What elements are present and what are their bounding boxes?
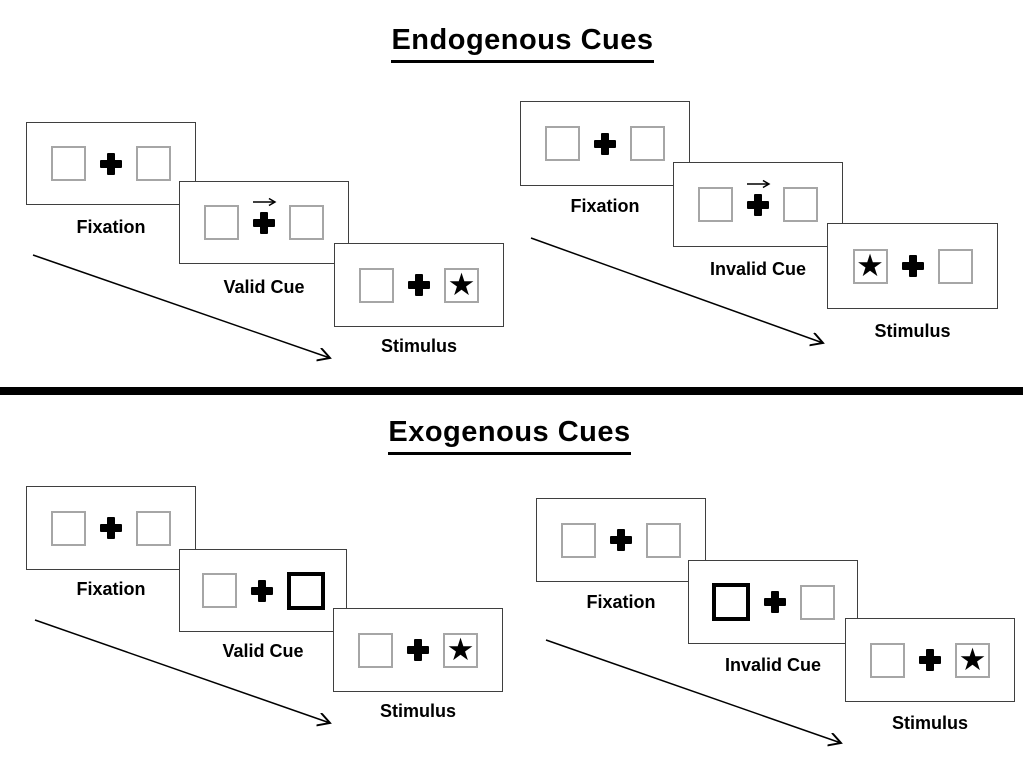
star-stimulus-icon: ★ <box>447 266 476 302</box>
panel-valid-cue <box>179 181 349 264</box>
section-title-exogenous: Exogenous Cues <box>0 416 1021 455</box>
panel-label: Stimulus <box>874 321 951 341</box>
fixation-cross-icon <box>100 152 122 175</box>
right-box <box>646 522 681 558</box>
timeline-arrow-exogenous-valid <box>34 619 330 723</box>
panel-invalid-cue <box>688 560 858 644</box>
left-box <box>51 146 86 181</box>
cue-arrow-icon <box>252 197 277 206</box>
right-box: ★ <box>444 266 479 303</box>
panel-fixation <box>26 122 196 205</box>
panel-label: Invalid Cue <box>709 259 807 279</box>
left-box <box>358 632 393 668</box>
panel-fixation <box>536 498 706 582</box>
fixation-cross-icon <box>901 255 924 277</box>
panel-label: Stimulus <box>891 713 968 733</box>
panel-stimulus: ★ <box>845 618 1015 702</box>
cue-arrow-icon <box>746 179 771 188</box>
fixation-cross-icon <box>408 274 430 296</box>
section-title-text: Endogenous Cues <box>391 24 654 63</box>
star-stimulus-icon: ★ <box>856 247 884 283</box>
section-title-endogenous: Endogenous Cues <box>11 24 1023 63</box>
star-stimulus-icon: ★ <box>446 631 475 667</box>
timeline-arrow-exogenous-invalid <box>545 639 841 743</box>
right-box <box>630 126 665 161</box>
section-title-text: Exogenous Cues <box>388 416 631 455</box>
panel-stimulus: ★ <box>334 243 504 327</box>
fixation-cross-icon <box>407 639 429 661</box>
left-box <box>561 522 596 558</box>
panel-label: Valid Cue <box>222 641 304 661</box>
fixation-cross-icon <box>763 591 786 613</box>
right-box <box>289 205 324 240</box>
panel-label: Fixation <box>570 196 640 216</box>
right-box: ★ <box>955 641 990 678</box>
panel-invalid-cue <box>673 162 843 247</box>
timeline-arrow-endogenous-valid <box>32 254 330 358</box>
fixation-cross-icon <box>100 517 122 539</box>
left-box <box>359 267 394 303</box>
left-box <box>204 205 239 240</box>
left-box <box>870 642 905 678</box>
timeline-arrow-endogenous-invalid <box>530 237 823 343</box>
panel-label: Fixation <box>76 579 146 599</box>
panel-stimulus: ★ <box>827 223 998 309</box>
right-box: ★ <box>443 631 478 668</box>
fixation-cross-icon <box>252 197 277 234</box>
panel-fixation <box>520 101 690 186</box>
panel-label: Valid Cue <box>223 277 305 297</box>
left-box <box>51 510 86 546</box>
left-box-cue-highlight <box>711 583 750 621</box>
right-box-cue-highlight <box>286 571 325 610</box>
fixation-cross-icon <box>746 179 771 216</box>
right-box <box>783 187 818 222</box>
left-box <box>545 126 580 161</box>
left-box <box>201 573 237 608</box>
left-box: ★ <box>852 247 888 284</box>
left-box <box>698 187 733 222</box>
panel-valid-cue <box>179 549 347 632</box>
panel-label: Fixation <box>586 592 656 612</box>
panel-stimulus: ★ <box>333 608 503 692</box>
section-divider <box>0 387 1023 395</box>
panel-label: Invalid Cue <box>724 655 822 675</box>
right-box <box>799 584 835 620</box>
fixation-cross-icon <box>594 132 616 155</box>
fixation-cross-icon <box>250 579 273 602</box>
right-box <box>136 510 171 546</box>
panel-label: Stimulus <box>379 701 456 721</box>
panel-label: Fixation <box>76 217 146 237</box>
right-box <box>937 248 973 284</box>
fixation-cross-icon <box>610 529 632 551</box>
star-stimulus-icon: ★ <box>958 641 987 677</box>
fixation-cross-icon <box>919 649 941 671</box>
panel-fixation <box>26 486 196 570</box>
right-box <box>136 146 171 181</box>
panel-label: Stimulus <box>380 336 457 356</box>
